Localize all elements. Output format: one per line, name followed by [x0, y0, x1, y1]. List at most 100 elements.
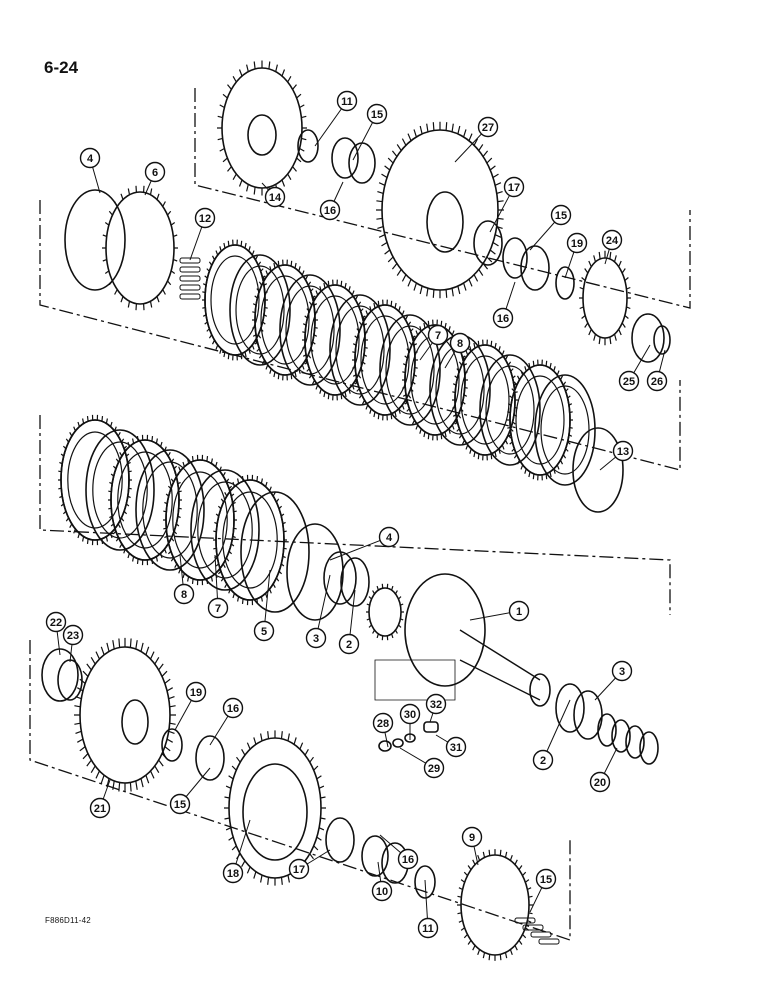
callout-label-19: 19	[571, 238, 583, 250]
clutch-plate-lower-0-teeth	[58, 414, 132, 546]
drum-18	[224, 730, 326, 886]
clutch-plate-upper-5-inner	[335, 305, 385, 395]
gear-27-body	[381, 129, 499, 291]
shaft-1-spline	[366, 583, 404, 641]
gear-21-teeth	[74, 637, 176, 793]
clutch-plate-upper-10-inner	[460, 355, 510, 445]
clutch-plate-upper-0-teeth	[202, 239, 268, 361]
callout-label-32: 32	[430, 699, 442, 711]
gear-24-teeth	[579, 250, 631, 346]
panel-middle-boundary	[39, 415, 671, 615]
clutch-plate-upper-0-inner	[210, 255, 260, 345]
callout-label-19: 19	[190, 687, 202, 699]
callout-label-10: 10	[376, 886, 388, 898]
callout-label-1: 1	[516, 606, 522, 618]
callout-label-12: 12	[199, 213, 211, 225]
clutch-plate-lower-6-teeth-body	[215, 479, 285, 601]
callout-circle-13	[612, 440, 634, 462]
clutch-plate-lower-4-inner	[172, 471, 228, 569]
clutch-plate-lower-4-teeth-body	[165, 459, 235, 581]
disc-14	[217, 60, 307, 196]
clutch-plate-upper-10-teeth	[452, 339, 518, 461]
clutch-plate-upper-2-inner	[260, 275, 310, 365]
clutch-plate-upper-13-outer	[534, 374, 596, 486]
callout-label-18: 18	[227, 868, 239, 880]
clutch-plate-upper-1-inner	[235, 265, 285, 355]
snap-ring-19	[555, 266, 575, 300]
callout-circle-4	[79, 147, 101, 169]
shaft-1	[459, 629, 541, 701]
callout-label-7: 7	[435, 330, 441, 342]
bearing-15-c	[502, 237, 528, 279]
callout-label-16: 16	[497, 313, 509, 325]
clutch-plate-upper-10-teeth-teeth	[452, 339, 518, 461]
callout-label-17: 17	[293, 864, 305, 876]
callout-label-6: 6	[152, 167, 158, 179]
ring-29	[392, 738, 404, 748]
spring-12-4	[179, 293, 201, 300]
clutch-plate-lower-5-inner	[197, 481, 253, 579]
clutch-plate-upper-5-outer	[329, 294, 391, 406]
callout-circle-14	[264, 186, 286, 208]
disc-14-body	[221, 67, 303, 189]
plug-32	[423, 721, 439, 733]
callout-label-7: 7	[215, 603, 221, 615]
callout-label-15: 15	[174, 799, 186, 811]
callout-label-31: 31	[450, 742, 462, 754]
callout-label-9: 9	[469, 832, 475, 844]
callout-label-22: 22	[50, 617, 62, 629]
clutch-plate-lower-0-teeth-teeth	[58, 414, 132, 546]
bearing-cup-22	[41, 648, 79, 702]
callout-circle-29	[423, 757, 445, 779]
callout-label-15: 15	[371, 109, 383, 121]
panel-lower-boundary	[29, 640, 571, 941]
callout-circle-9	[461, 826, 483, 848]
clutch-plate-upper-3-inner	[285, 285, 335, 375]
clutch-hub-1	[404, 573, 486, 687]
shaft-1-end	[529, 673, 551, 707]
clutch-plate-lower-6-teeth	[213, 474, 287, 606]
callout-label-11: 11	[422, 923, 434, 935]
clutch-plate-lower-0-inner	[67, 431, 123, 529]
callout-circle-18	[222, 862, 244, 884]
clutch-plate-lower-6-teeth-teeth	[213, 474, 287, 606]
callout-label-5: 5	[261, 626, 267, 638]
seal-ring-20-2	[625, 725, 645, 759]
clutch-plate-lower-5-outer	[190, 469, 260, 591]
callout-circle-15	[169, 793, 191, 815]
o-ring-4	[64, 189, 126, 291]
bearing-15-a	[331, 137, 359, 179]
gear-24-body	[582, 257, 628, 339]
callout-circle-20	[589, 771, 611, 793]
callout-circle-8	[173, 583, 195, 605]
clutch-plate-upper-12-teeth-body	[509, 364, 571, 476]
seal-ring-2	[555, 683, 585, 733]
callout-circle-5	[253, 620, 275, 642]
callout-label-8: 8	[457, 338, 463, 350]
callout-circle-16	[397, 848, 419, 870]
figure-code: F886D11-42	[45, 916, 91, 925]
clutch-plate-upper-3-outer	[279, 274, 341, 386]
clutch-plate-upper-4-inner	[310, 295, 360, 385]
clutch-plate-upper-7-inner	[385, 325, 435, 415]
callout-label-15: 15	[555, 210, 567, 222]
drum-18-inner	[242, 763, 308, 861]
piston-6	[102, 185, 178, 311]
callout-circle-17	[503, 176, 525, 198]
clutch-plate-upper-10-teeth-body	[454, 344, 516, 456]
clutch-plate-upper-11-inner	[485, 365, 535, 455]
clutch-plate-upper-0-teeth-teeth	[202, 239, 268, 361]
drum-18-body	[228, 737, 322, 879]
clutch-plate-lower-3-inner	[142, 461, 198, 559]
clutch-plate-lower-2-teeth	[108, 434, 182, 566]
o-ring-2	[340, 557, 370, 607]
callout-circle-4	[378, 526, 400, 548]
snap-ring-11	[297, 129, 319, 163]
callout-circle-3	[611, 660, 633, 682]
disc-14-hub	[247, 114, 277, 156]
callout-circle-21	[89, 797, 111, 819]
callout-label-24: 24	[606, 235, 619, 247]
callout-label-20: 20	[594, 777, 606, 789]
callout-circle-17	[288, 858, 310, 880]
clutch-plate-upper-2-teeth	[252, 259, 318, 381]
